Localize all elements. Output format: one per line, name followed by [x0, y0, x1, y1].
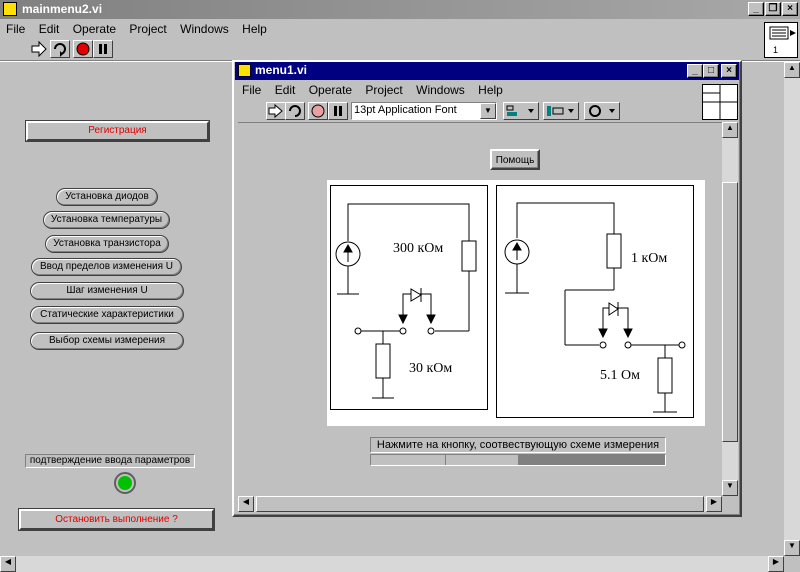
run-continuous-icon[interactable] — [50, 40, 70, 58]
sub-scroll-down-button[interactable]: ▼ — [722, 480, 738, 496]
confirm-led[interactable] — [114, 472, 136, 494]
schema-left-r-bottom: 30 кОм — [409, 361, 453, 376]
sub-scroll-right-button[interactable]: ▶ — [706, 496, 722, 512]
sub-menu-file[interactable]: File — [242, 83, 262, 97]
sub-horizontal-scrollbar[interactable]: ◀ ▶ — [238, 496, 722, 512]
sub-scroll-thumb[interactable] — [722, 182, 738, 442]
schema-left-r-top: 300 кОм — [393, 241, 444, 256]
sub-menu-edit[interactable]: Edit — [274, 83, 296, 97]
sub-menu-project[interactable]: Project — [365, 83, 403, 97]
close-button[interactable]: × — [782, 2, 798, 16]
scroll-down-button[interactable]: ▼ — [784, 540, 800, 556]
sub-close-button[interactable]: × — [721, 64, 737, 78]
menu-project[interactable]: Project — [129, 22, 167, 36]
status-text: Нажмите на кнопку, соотвествующую схеме … — [370, 437, 666, 453]
stop-execution-button[interactable]: Остановить выполнение ? — [18, 508, 215, 531]
schema-left[interactable]: 300 кОм 30 кОм — [330, 185, 488, 410]
pause-icon[interactable] — [93, 40, 113, 58]
distribute-objects-icon[interactable] — [543, 102, 579, 120]
schema-right-r-top: 1 кОм — [631, 251, 668, 266]
progress-bar — [370, 454, 666, 466]
led-lamp — [118, 476, 132, 490]
scroll-right-button[interactable]: ▶ — [768, 556, 784, 572]
font-select[interactable]: 13pt Application Font ▼ — [351, 102, 497, 120]
main-vertical-scrollbar[interactable]: ▲ ▼ — [784, 62, 800, 556]
minimize-button[interactable]: _ — [748, 2, 764, 16]
schema-right-diagram — [504, 202, 686, 413]
sub-connector-pane-icon[interactable] — [702, 84, 738, 120]
scroll-up-button[interactable]: ▲ — [784, 62, 800, 78]
sub-menu-operate[interactable]: Operate — [308, 83, 353, 97]
main-horizontal-scrollbar[interactable]: ◀ ▶ — [0, 556, 784, 572]
register-button[interactable]: Регистрация — [25, 120, 210, 142]
align-objects-icon[interactable] — [503, 102, 539, 120]
connector-label: 1 — [773, 45, 779, 55]
confirm-label: подтверждение ввода параметров — [25, 454, 195, 468]
menu-operate[interactable]: Operate — [72, 22, 117, 36]
sub-pause-icon[interactable] — [328, 102, 348, 120]
schema-right[interactable]: 1 кОм 5.1 Ом — [496, 185, 694, 418]
restore-button[interactable]: ❐ — [765, 2, 781, 16]
reorder-icon[interactable] — [584, 102, 620, 120]
sub-scroll-up-button[interactable]: ▲ — [722, 122, 738, 138]
menu-windows[interactable]: Windows — [180, 22, 229, 36]
help-button[interactable]: Помощь — [490, 149, 540, 170]
set-temperature-button[interactable]: Установка температуры — [43, 211, 170, 229]
run-arrow-icon[interactable] — [30, 40, 48, 58]
sub-abort-icon[interactable] — [308, 102, 328, 120]
schema-right-r-bottom: 5.1 Ом — [600, 368, 640, 383]
sub-window-title: menu1.vi — [255, 63, 308, 77]
sub-minimize-button[interactable]: _ — [687, 64, 703, 78]
progress-divider — [445, 455, 446, 465]
labview-icon — [3, 2, 17, 16]
sub-labview-icon — [238, 64, 251, 77]
abort-icon[interactable] — [73, 40, 93, 58]
main-toolbar — [0, 38, 760, 60]
menu-file[interactable]: File — [6, 22, 26, 36]
main-menu-bar: File Edit Operate Project Windows Help — [0, 20, 760, 38]
main-title-bar[interactable]: mainmenu2.vi _ ❐ × — [0, 0, 800, 19]
scroll-left-button[interactable]: ◀ — [0, 556, 16, 572]
install-transistor-button[interactable]: Установка транзистора — [45, 235, 169, 253]
sub-run-icon[interactable] — [266, 102, 286, 120]
voltage-step-button[interactable]: Шаг изменения U — [30, 282, 184, 300]
sub-vertical-scrollbar[interactable]: ▲ ▼ — [722, 122, 738, 496]
schema-left-diagram — [335, 203, 477, 399]
font-dropdown-arrow-icon[interactable]: ▼ — [480, 103, 496, 119]
install-diodes-button[interactable]: Установка диодов — [56, 188, 158, 206]
connector-pane-icon[interactable]: 1 — [764, 22, 798, 58]
sub-menu-bar: File Edit Operate Project Windows Help — [236, 82, 696, 100]
sub-run-continuous-icon[interactable] — [285, 102, 305, 120]
select-scheme-button[interactable]: Выбор схемы измерения — [30, 332, 184, 350]
menu-help[interactable]: Help — [242, 22, 267, 36]
sub-maximize-button[interactable]: □ — [703, 64, 719, 78]
menu-edit[interactable]: Edit — [38, 22, 60, 36]
sub-title-bar[interactable]: menu1.vi _ □ × — [235, 62, 739, 80]
sub-hscroll-thumb[interactable] — [256, 496, 704, 512]
voltage-range-button[interactable]: Ввод пределов изменения U — [31, 258, 182, 276]
sub-menu-help[interactable]: Help — [478, 83, 503, 97]
font-select-value: 13pt Application Font — [354, 104, 457, 116]
sub-scroll-left-button[interactable]: ◀ — [238, 496, 254, 512]
sub-menu-windows[interactable]: Windows — [416, 83, 465, 97]
main-window-title: mainmenu2.vi — [22, 2, 103, 16]
progress-fill — [371, 455, 518, 465]
static-characteristics-button[interactable]: Статические характеристики — [30, 306, 184, 324]
size-grip[interactable] — [722, 496, 738, 512]
